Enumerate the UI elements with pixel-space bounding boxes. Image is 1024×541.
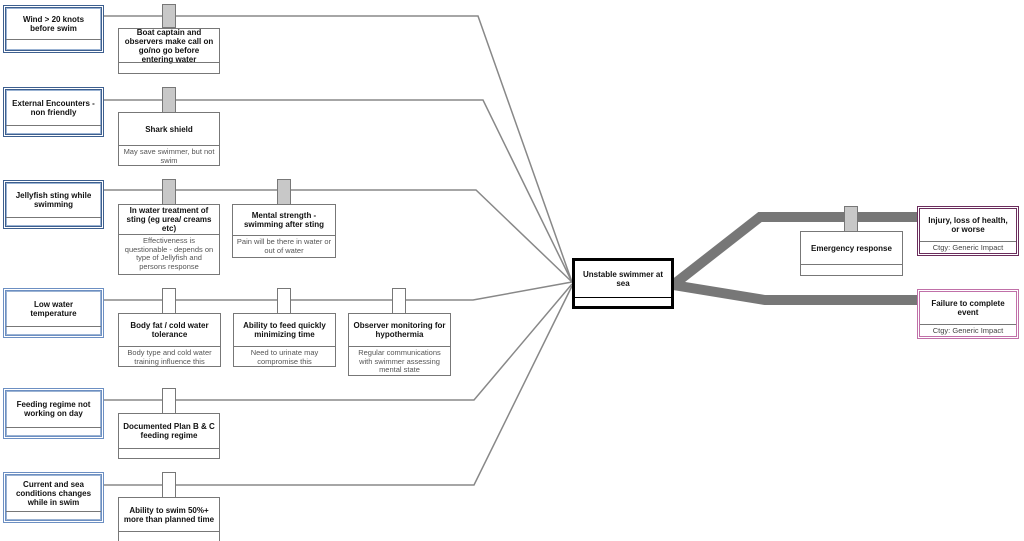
threat-line-1 <box>104 15 573 283</box>
consequence-line-2 <box>672 280 918 305</box>
consequence-box-injury[interactable]: Injury, loss of health, or worse Ctgy: G… <box>917 206 1019 256</box>
barrier-note: Need to urinate may compromise this <box>234 346 335 368</box>
threat-line-4 <box>104 281 573 301</box>
barrier-title: Boat captain and observers make call on … <box>124 27 214 64</box>
barrier-tab <box>162 87 176 113</box>
barrier-feed-quickly[interactable]: Ability to feed quickly minimizing time … <box>233 313 336 367</box>
threat-footer <box>6 39 101 50</box>
threat-box-wind[interactable]: Wind > 20 knots before swim <box>3 5 104 53</box>
barrier-tab <box>162 288 176 314</box>
threat-box-feeding[interactable]: Feeding regime not working on day <box>3 388 104 439</box>
threat-footer <box>6 427 101 436</box>
barrier-note <box>119 62 219 73</box>
barrier-tab <box>392 288 406 314</box>
barrier-title: Shark shield <box>145 124 193 134</box>
barrier-sting-treatment[interactable]: In water treatment of sting (eg urea/ cr… <box>118 204 220 275</box>
barrier-tab <box>162 4 176 28</box>
top-event-box[interactable]: Unstable swimmer at sea <box>572 258 674 309</box>
consequence-box-failure[interactable]: Failure to complete event Ctgy: Generic … <box>917 289 1019 339</box>
barrier-title: Body fat / cold water tolerance <box>130 321 209 339</box>
threat-label: Feeding regime not working on day <box>16 400 91 418</box>
threat-box-current[interactable]: Current and sea conditions changes while… <box>3 472 104 523</box>
barrier-go-no-go[interactable]: Boat captain and observers make call on … <box>118 28 220 74</box>
consequence-line-1 <box>669 212 918 289</box>
consequence-category: Ctgy: Generic Impact <box>920 241 1016 255</box>
barrier-note: Effectiveness is questionable - depends … <box>119 234 219 274</box>
barrier-note <box>119 448 219 458</box>
barrier-title: Documented Plan B & C feeding regime <box>123 422 215 440</box>
barrier-note: Pain will be there in water or out of wa… <box>233 235 335 257</box>
barrier-note: Body type and cold water training influe… <box>119 346 220 368</box>
barrier-title: Ability to feed quickly minimizing time <box>243 321 326 339</box>
threat-box-jellyfish[interactable]: Jellyfish sting while swimming <box>3 180 104 229</box>
barrier-note: May save swimmer, but not swim <box>119 145 219 167</box>
barrier-title: Ability to swim 50%+ more than planned t… <box>123 505 215 524</box>
barrier-note: Regular communications with swimmer asse… <box>349 346 450 377</box>
barrier-title: Mental strength - swimming after sting <box>243 211 324 229</box>
barrier-title: Emergency response <box>811 243 892 253</box>
top-event-label: Unstable swimmer at sea <box>582 270 664 288</box>
threat-box-encounters[interactable]: External Encounters - non friendly <box>3 87 104 137</box>
barrier-mental-strength[interactable]: Mental strength - swimming after sting P… <box>232 204 336 258</box>
threat-label: External Encounters - non friendly <box>12 98 95 117</box>
threat-line-5 <box>104 283 573 401</box>
barrier-swim-endurance[interactable]: Ability to swim 50%+ more than planned t… <box>118 497 220 541</box>
threat-label: Wind > 20 knots before swim <box>22 14 85 33</box>
barrier-tab <box>844 206 858 232</box>
threat-footer <box>6 326 101 335</box>
barrier-note <box>801 264 902 275</box>
barrier-title: Observer monitoring for hypothermia <box>353 321 446 339</box>
barrier-shark-shield[interactable]: Shark shield May save swimmer, but not s… <box>118 112 220 166</box>
threat-label: Jellyfish sting while swimming <box>15 191 92 209</box>
threat-line-2 <box>104 99 573 283</box>
barrier-observer-monitoring[interactable]: Observer monitoring for hypothermia Regu… <box>348 313 451 376</box>
consequence-category: Ctgy: Generic Impact <box>920 324 1016 338</box>
barrier-tab <box>162 388 176 414</box>
threat-footer <box>6 125 101 134</box>
barrier-body-fat[interactable]: Body fat / cold water tolerance Body typ… <box>118 313 221 367</box>
barrier-tab <box>277 179 291 205</box>
barrier-emergency-response[interactable]: Emergency response <box>800 231 903 276</box>
threat-label: Current and sea conditions changes while… <box>15 479 92 507</box>
threat-line-3 <box>104 189 573 283</box>
top-event-footer <box>575 297 671 306</box>
threat-footer <box>6 217 101 226</box>
threat-label: Low water temperature <box>30 299 77 318</box>
barrier-tab <box>162 472 176 498</box>
consequence-label: Failure to complete event <box>931 299 1005 317</box>
threat-line-6 <box>104 285 573 486</box>
barrier-title: In water treatment of sting (eg urea/ cr… <box>126 206 212 233</box>
barrier-note <box>119 531 219 541</box>
consequence-label: Injury, loss of health, or worse <box>928 216 1008 234</box>
threat-box-water-temp[interactable]: Low water temperature <box>3 288 104 338</box>
barrier-tab <box>162 179 176 205</box>
threat-footer <box>6 511 101 520</box>
barrier-tab <box>277 288 291 314</box>
barrier-feeding-plan[interactable]: Documented Plan B & C feeding regime <box>118 413 220 459</box>
